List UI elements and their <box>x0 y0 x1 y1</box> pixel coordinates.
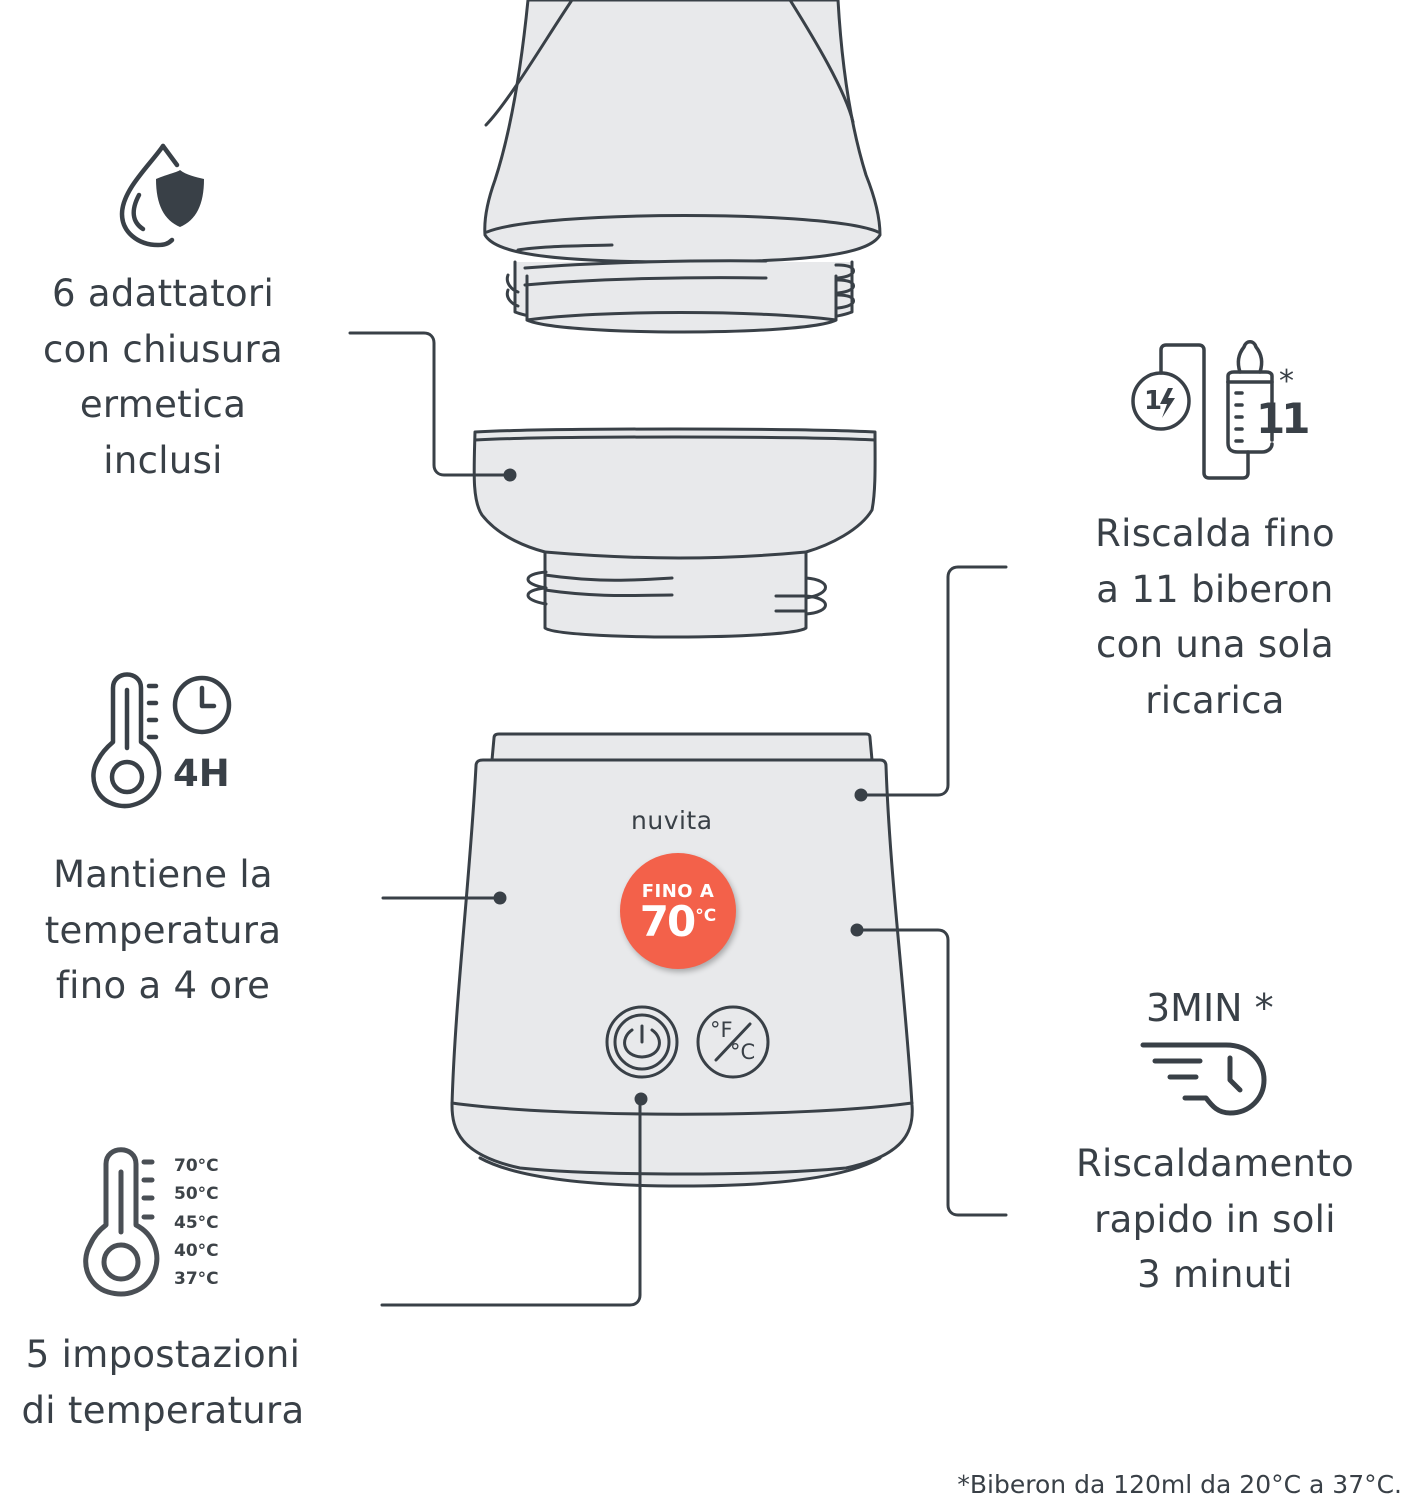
charge-bottle-icon <box>1131 340 1274 480</box>
drop-shield-icon <box>119 143 180 248</box>
feature-line: con una sola <box>1096 623 1334 666</box>
bottle-illustration <box>483 0 882 334</box>
badge-unit: °C <box>695 906 717 926</box>
feature-line: inclusi <box>103 438 223 482</box>
feature-line: ricarica <box>1145 678 1285 722</box>
feature-line: rapido in soli <box>1094 1197 1336 1241</box>
badge-value: 70 <box>639 897 696 946</box>
charge-count-label: 1 <box>1144 386 1163 416</box>
badge-top-text: FINO A <box>641 881 715 902</box>
power-cycle-icon <box>605 1005 679 1079</box>
fahrenheit-celsius-icon <box>696 1005 770 1079</box>
brand-logo: nuvita <box>631 806 713 835</box>
feature-keep-warm-text: Mantiene la temperatura fino a 4 ore <box>0 847 326 1014</box>
feature-line: 6 adattatori <box>51 272 275 315</box>
keep-warm-hours-label: 4H <box>173 752 230 795</box>
feature-line: a 11 biberon <box>1096 567 1334 611</box>
feature-line: ermetica <box>79 383 247 426</box>
temp-option: 50°C <box>174 1184 219 1205</box>
fahrenheit-label: °F <box>710 1018 733 1042</box>
temp-option: 70°C <box>174 1156 219 1176</box>
callout-dot-fast-heating <box>850 923 864 937</box>
callout-connectors <box>348 331 1008 1307</box>
footnote: *Biberon da 120ml da 20°C a 37°C. <box>957 1470 1402 1499</box>
feature-line: Riscaldamento <box>1075 1142 1355 1185</box>
power-button[interactable] <box>607 1007 677 1077</box>
feature-line: temperatura <box>44 908 282 952</box>
max-temperature-badge: FINO A 70°C <box>620 853 736 969</box>
feature-fast-heating-text: Riscaldamento rapido in soli 3 minuti <box>1030 1136 1400 1303</box>
temperature-options-list: 70°C 50°C 45°C 40°C 37°C <box>174 1152 219 1293</box>
feature-line: Mantiene la <box>53 853 273 896</box>
temp-option: 37°C <box>174 1269 219 1290</box>
unit-toggle-button[interactable]: °F °C <box>698 1007 768 1077</box>
fast-heating-time-label: 3MIN * <box>1146 986 1274 1030</box>
feature-line: Riscalda fino <box>1095 512 1335 555</box>
callout-dot-battery <box>854 788 868 802</box>
feature-line: 5 impostazioni <box>25 1333 301 1376</box>
feature-temperature-settings-text: 5 impostazioni di temperatura <box>0 1327 326 1438</box>
lightning-bolt-icon <box>1160 388 1175 418</box>
callout-dot-keep-warm <box>493 891 507 905</box>
fast-clock-icon <box>1140 1042 1267 1116</box>
callout-dot-settings <box>634 1092 648 1106</box>
feature-line: con chiusura <box>43 327 283 371</box>
feature-battery-text: Riscalda fino a 11 biberon con una sola … <box>1030 506 1400 728</box>
feature-line: di temperatura <box>21 1388 305 1432</box>
callout-dot-adapter <box>503 468 517 482</box>
temp-option: 45°C <box>174 1212 219 1233</box>
thermometer-clock-icon <box>91 672 232 809</box>
shield-shape <box>156 170 204 227</box>
bottle-count-asterisk: * <box>1279 364 1294 399</box>
thermometer-scale-icon <box>83 1147 160 1297</box>
feature-line: 3 minuti <box>1137 1253 1293 1296</box>
adapter-illustration <box>472 427 877 639</box>
feature-adapters-text: 6 adattatori con chiusura ermetica inclu… <box>0 266 326 488</box>
bottle-count-label: 11 <box>1256 394 1310 443</box>
temp-option: 40°C <box>174 1240 219 1261</box>
celsius-label: °C <box>730 1040 756 1064</box>
feature-line: fino a 4 ore <box>55 964 271 1007</box>
